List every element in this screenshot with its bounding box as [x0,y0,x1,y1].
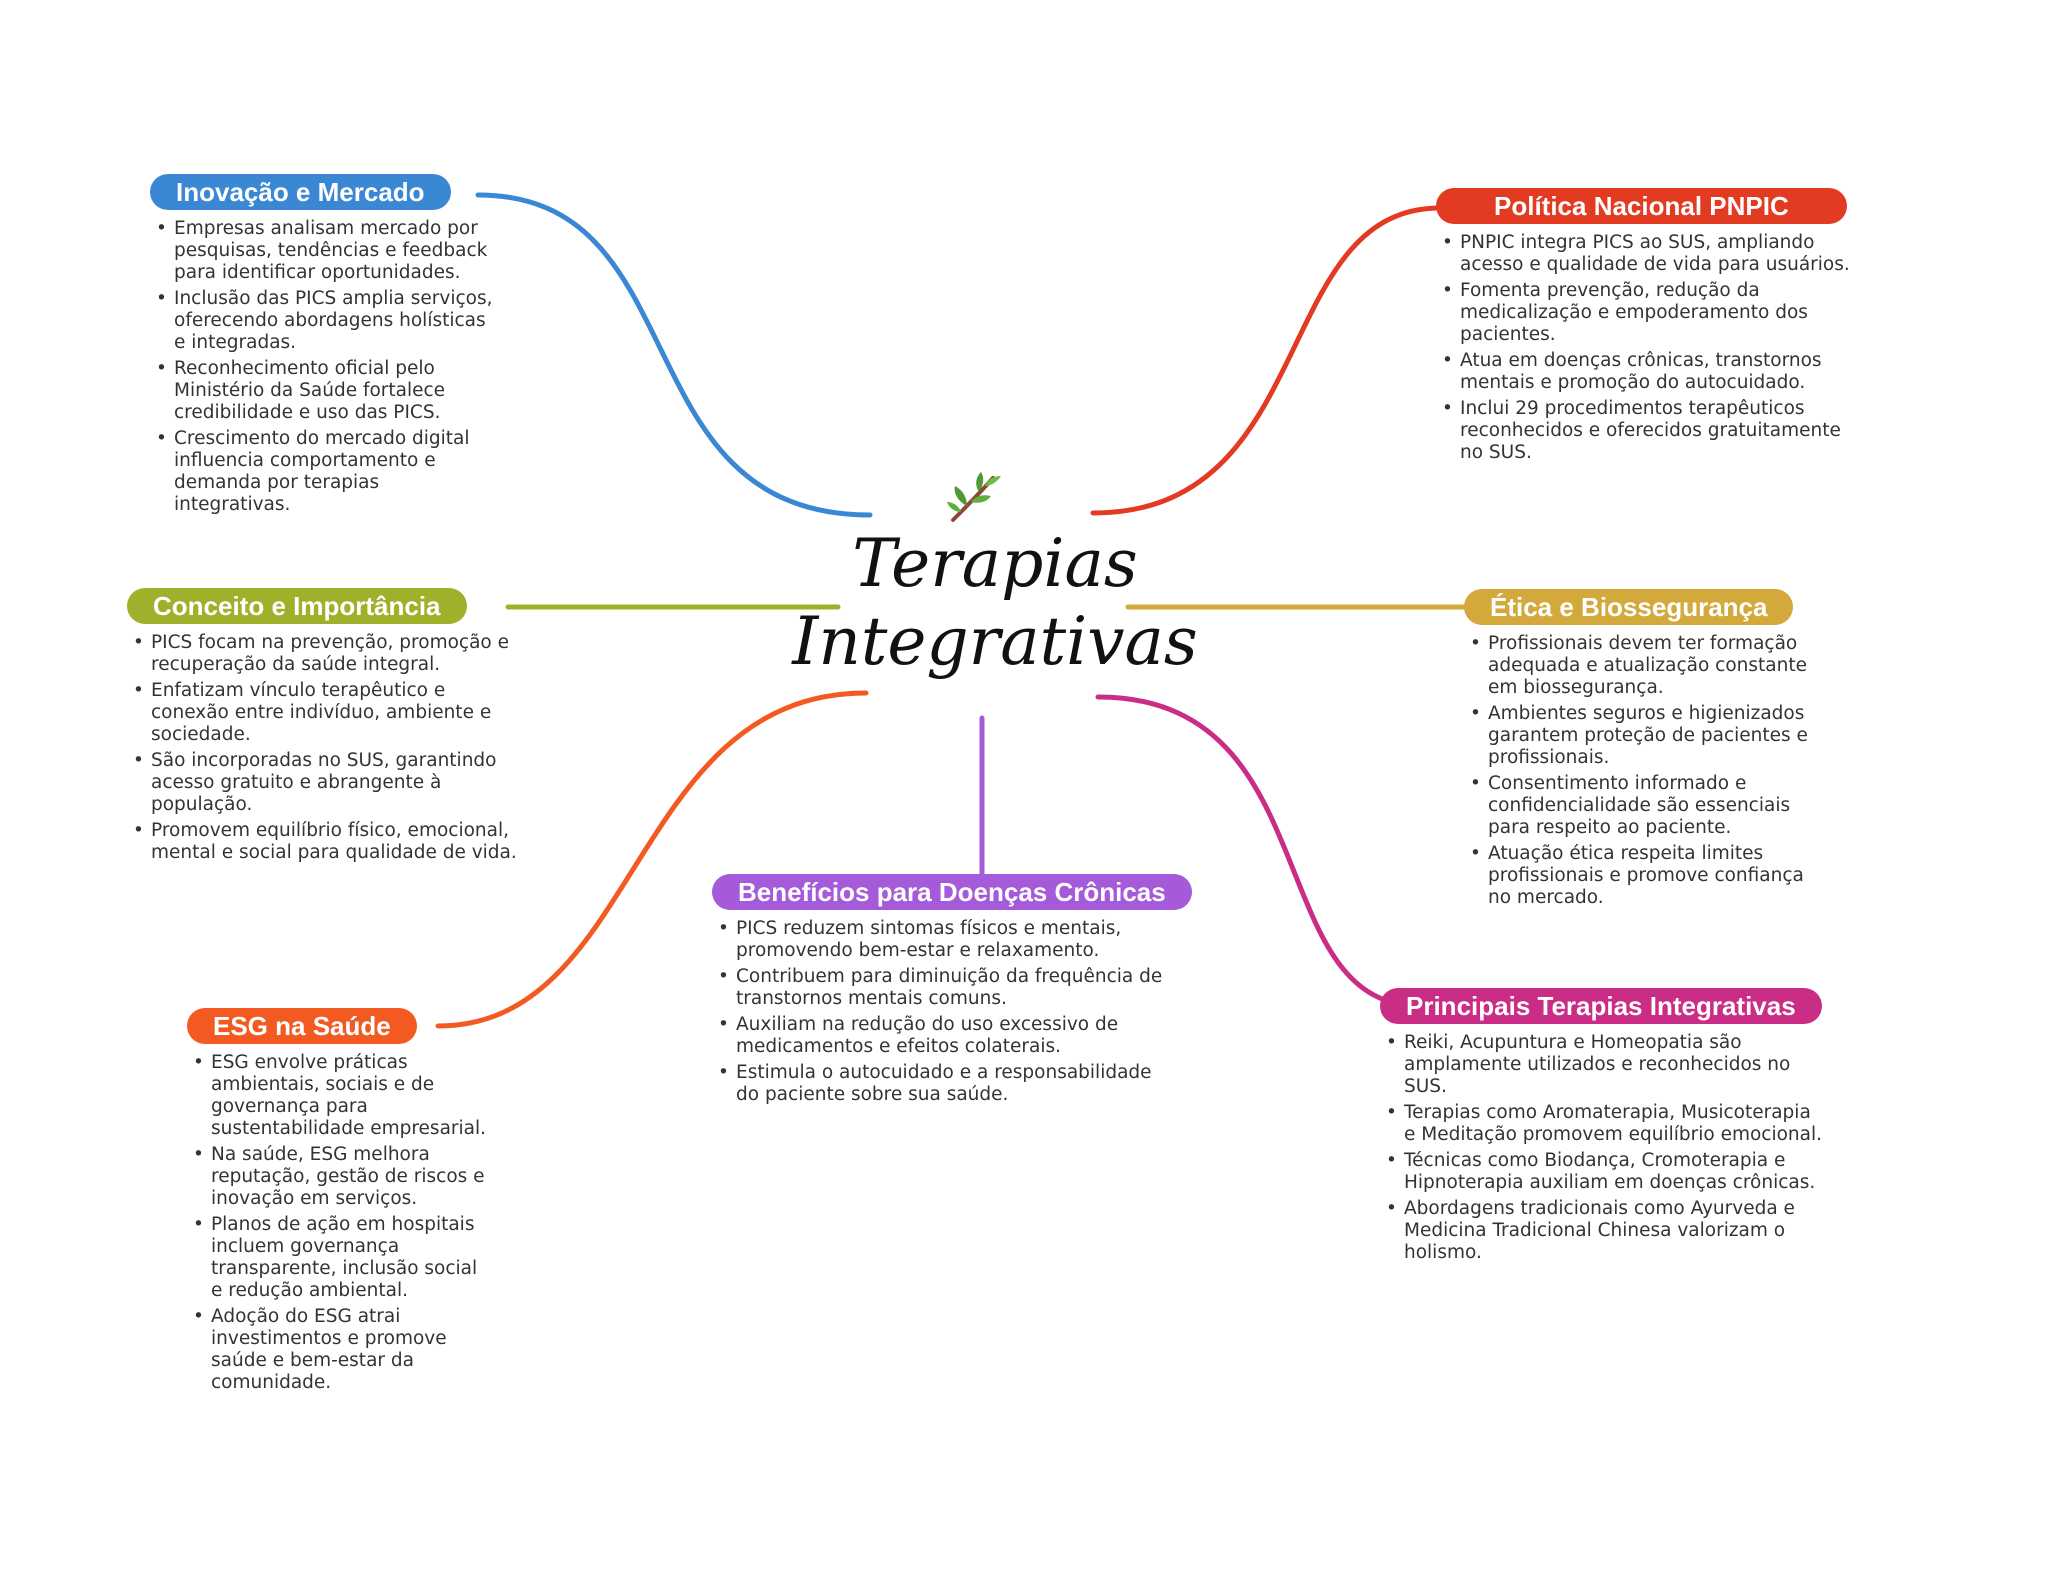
connector-inovacao [475,192,873,518]
list-item: Crescimento do mercado digital influenci… [152,428,497,516]
branch-politica-nacional-pnpic: Política Nacional PNPIC PNPIC integra PI… [1436,188,1876,468]
list-item: Adoção do ESG atrai investimentos e prom… [189,1306,489,1394]
list-item: Promovem equilíbrio físico, emocional, m… [129,820,524,864]
list-item: ESG envolve práticas ambientais, sociais… [189,1052,489,1140]
list-item: Inclusão das PICS amplia serviços, ofere… [152,288,497,354]
branch-title[interactable]: Principais Terapias Integrativas [1380,988,1822,1024]
list-item: Enfatizam vínculo terapêutico e conexão … [129,680,524,746]
branch-title[interactable]: Ética e Biossegurança [1464,589,1794,625]
list-item: Estimula o autocuidado e a responsabilid… [714,1062,1169,1106]
branch-items: Profissionais devem ter formação adequad… [1466,633,1821,909]
list-item: Técnicas como Biodança, Cromoterapia e H… [1382,1150,1827,1194]
branch-title[interactable]: Inovação e Mercado [150,174,451,210]
list-item: Atua em doenças crônicas, transtornos me… [1438,350,1853,394]
list-item: PICS reduzem sintomas físicos e mentais,… [714,918,1169,962]
list-item: PICS focam na prevenção, promoção e recu… [129,632,524,676]
connector-esg [435,690,869,1029]
list-item: Reiki, Acupuntura e Homeopatia são ampla… [1382,1032,1827,1098]
branch-inovacao-mercado: Inovação e Mercado Empresas analisam mer… [150,174,510,520]
list-item: Reconhecimento oficial pelo Ministério d… [152,358,497,424]
branch-title[interactable]: Conceito e Importância [127,588,467,624]
list-item: Consentimento informado e confidencialid… [1466,773,1821,839]
branch-items: PICS reduzem sintomas físicos e mentais,… [714,918,1169,1106]
branch-items: PICS focam na prevenção, promoção e recu… [129,632,524,864]
list-item: Auxiliam na redução do uso excessivo de … [714,1014,1169,1058]
branch-beneficios-doencas-cronicas: Benefícios para Doenças Crônicas PICS re… [712,874,1252,1110]
branch-items: Reiki, Acupuntura e Homeopatia são ampla… [1382,1032,1827,1264]
branch-items: Empresas analisam mercado por pesquisas,… [152,218,497,516]
connector-politica [1090,205,1443,516]
list-item: Terapias como Aromaterapia, Musicoterapi… [1382,1102,1827,1146]
list-item: Abordagens tradicionais como Ayurveda e … [1382,1198,1827,1264]
list-item: Ambientes seguros e higienizados garante… [1466,703,1821,769]
list-item: Na saúde, ESG melhora reputação, gestão … [189,1144,489,1210]
list-item: São incorporadas no SUS, garantindo aces… [129,750,524,816]
branch-principais-terapias: Principais Terapias Integrativas Reiki, … [1380,988,1940,1268]
central-title-line-2: Integrativas [792,603,1198,680]
list-item: PNPIC integra PICS ao SUS, ampliando ace… [1438,232,1853,276]
branch-title[interactable]: ESG na Saúde [187,1008,417,1044]
list-item: Empresas analisam mercado por pesquisas,… [152,218,497,284]
central-topic: Terapias Integrativas [760,525,1230,681]
list-item: Profissionais devem ter formação adequad… [1466,633,1821,699]
list-item: Inclui 29 procedimentos terapêuticos rec… [1438,398,1853,464]
plant-sprig-icon [945,468,1005,528]
central-title-line-1: Terapias [852,525,1138,602]
branch-items: ESG envolve práticas ambientais, sociais… [189,1052,489,1394]
branch-items: PNPIC integra PICS ao SUS, ampliando ace… [1438,232,1853,464]
branch-title[interactable]: Política Nacional PNPIC [1436,188,1847,224]
branch-esg-saude: ESG na Saúde ESG envolve práticas ambien… [187,1008,507,1398]
branch-title[interactable]: Benefícios para Doenças Crônicas [712,874,1192,910]
connector-principais [1095,694,1423,1009]
list-item: Atuação ética respeita limites profissio… [1466,843,1821,909]
list-item: Fomenta prevenção, redução da medicaliza… [1438,280,1853,346]
list-item: Contribuem para diminuição da frequência… [714,966,1169,1010]
branch-conceito-importancia: Conceito e Importância PICS focam na pre… [127,588,527,868]
list-item: Planos de ação em hospitais incluem gove… [189,1214,489,1302]
branch-etica-biosseguranca: Ética e Biossegurança Profissionais deve… [1464,589,1844,913]
